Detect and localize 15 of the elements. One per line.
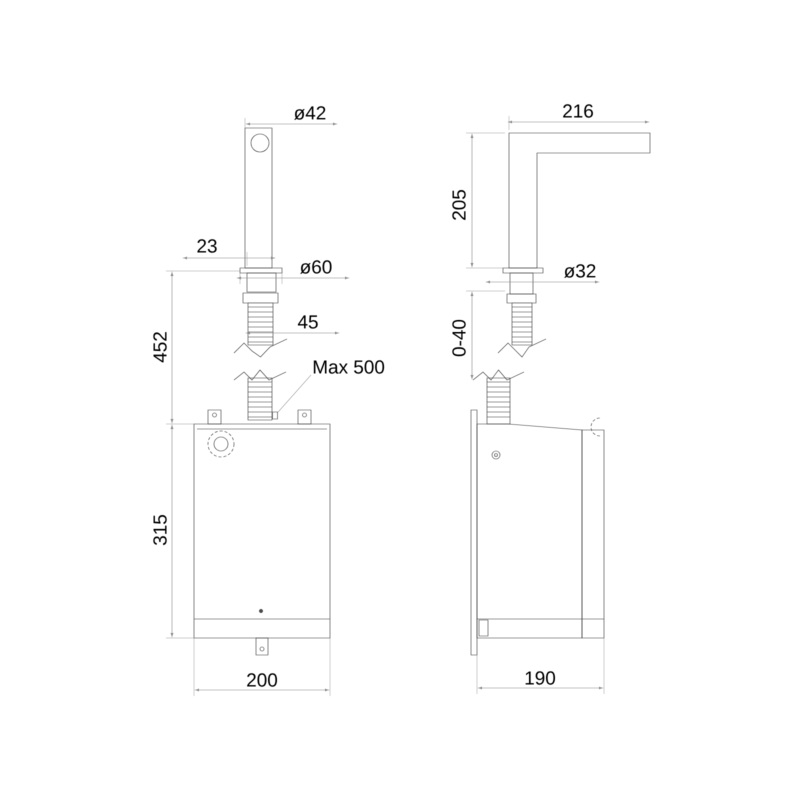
dimension-label: 200 bbox=[247, 673, 278, 687]
dimension-label: 216 bbox=[563, 104, 593, 118]
dimension-label: 45 bbox=[298, 315, 318, 329]
note-label: Max 500 bbox=[314, 360, 384, 374]
dimension-label: 23 bbox=[197, 239, 217, 253]
dimension-label: 452 bbox=[153, 332, 167, 362]
dimension-label: 315 bbox=[153, 515, 167, 546]
dimension-label: 190 bbox=[526, 671, 556, 685]
dimension-label: 205 bbox=[452, 190, 466, 220]
dimension-label: ø42 bbox=[294, 106, 326, 120]
leader-line bbox=[278, 374, 312, 413]
dimension-label: ø60 bbox=[300, 260, 332, 274]
dimension-label: ø32 bbox=[564, 264, 596, 278]
dimension-label: 0-40 bbox=[452, 320, 466, 356]
hose-fitting bbox=[272, 412, 278, 420]
